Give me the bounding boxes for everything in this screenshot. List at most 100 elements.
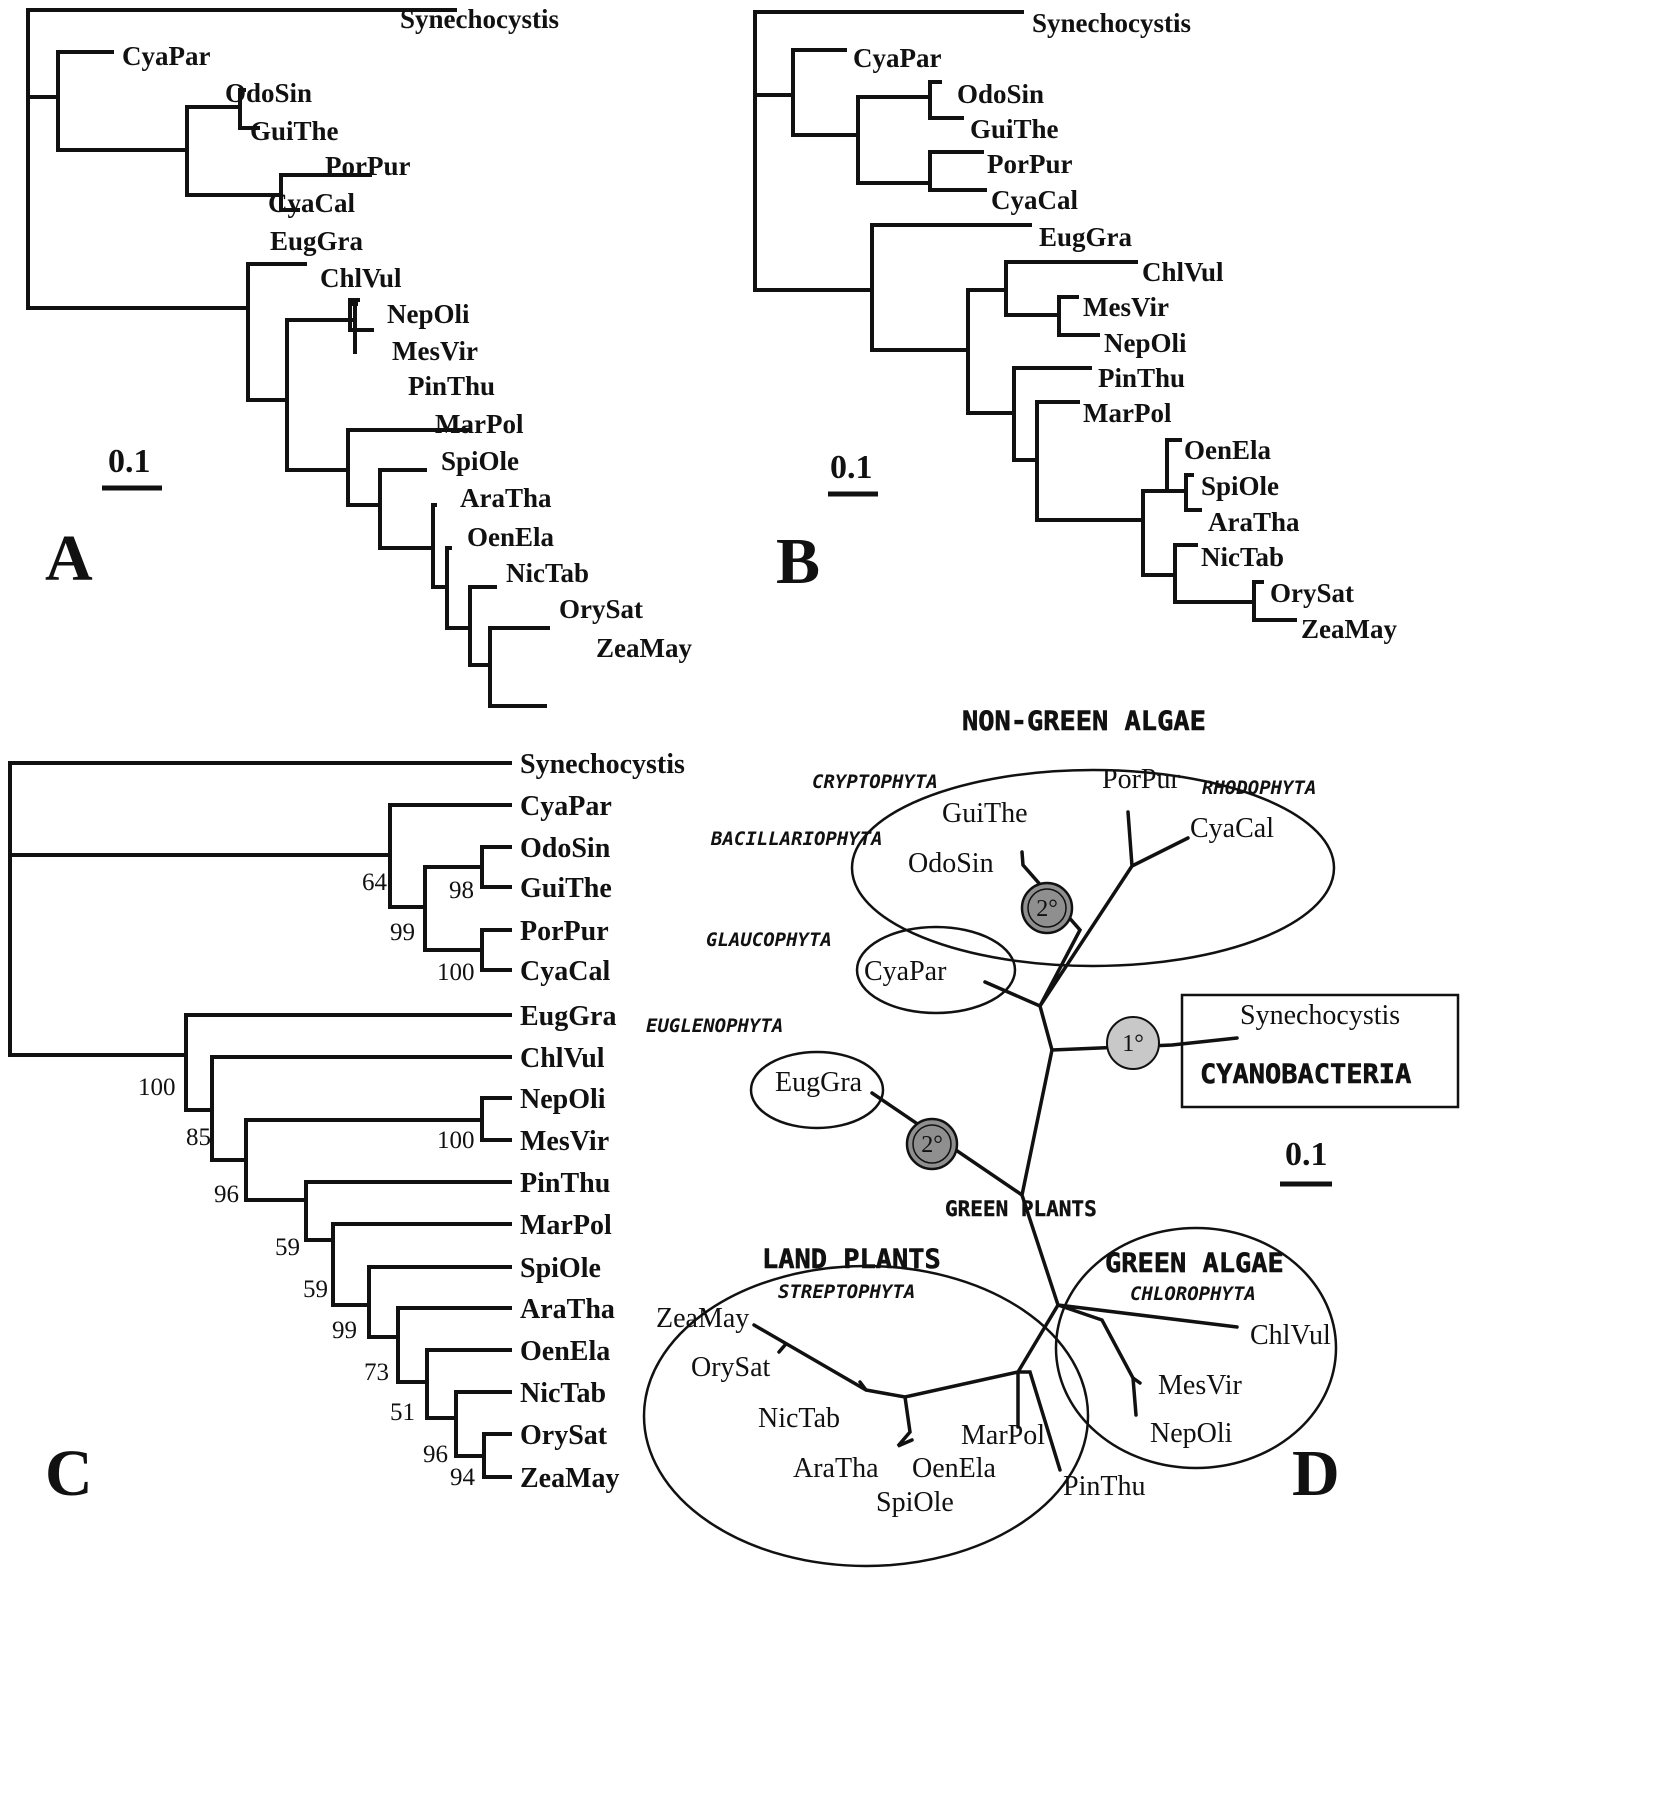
panel-a-leaf-label: AraTha [460,483,552,513]
taxon-label-spiole: SpiOle [876,1487,954,1518]
panel-b-branches [753,10,1297,622]
phylum-label-bacillariophyta: BACILLARIOPHYTA [710,828,883,850]
phylum-label-rhodophyta: RHODOPHYTA [1202,777,1316,799]
panel-b-letter: B [776,525,820,598]
panel-a-leaf-label: OenEla [467,522,555,552]
taxon-label-oenela: OenEla [912,1453,997,1484]
panel-c-bootstrap-value: 51 [390,1399,415,1426]
taxon-label-nictab: NicTab [758,1403,840,1434]
panel-b-leaf-label: Synechocystis [1032,8,1191,38]
panel-b-leaf-label: CyaPar [853,43,941,73]
panel-b-leaf-label: GuiThe [970,114,1059,144]
glaucophyta-ellipse [855,925,1017,1015]
panel-a-leaf-label: Synechocystis [400,4,559,34]
panel-c-bootstrap-value: 94 [450,1464,476,1491]
panel-c-leaf-label: OdoSin [520,833,611,864]
panel-a-leaf-label: GuiThe [250,116,339,146]
panel-a-leaf-label: SpiOle [441,446,519,476]
group-label-cyanobacteria: CYANOBACTERIA [1200,1059,1411,1090]
panel-c-leaf-label: MesVir [520,1126,609,1157]
panel-c-bootstrap-value: 100 [437,1127,475,1154]
panel-c-leaf-label: ZeaMay [520,1463,620,1494]
panel-c-leaf-label: PinThu [520,1168,610,1199]
panel-a-leaf-label: MarPol [435,409,524,439]
group-label-land-plants: LAND PLANTS [762,1244,941,1275]
panel-b-leaf-label: AraTha [1208,507,1300,537]
taxon-label-chlvul: ChlVul [1250,1320,1331,1351]
panel-c-branches [8,761,512,1479]
panel-a-leaf-label: ZeaMay [596,633,692,663]
taxon-label-mesvir: MesVir [1158,1370,1243,1401]
taxon-label-orysat: OrySat [691,1352,771,1383]
secondary-endosymbiosis-marker-label: 2° [1036,896,1058,922]
land-plants-ellipse [642,1264,1090,1568]
taxon-label-marpol: MarPol [961,1420,1045,1451]
panel-c-bootstrap-value: 98 [449,877,474,904]
panel-c-letter: C [45,1437,93,1510]
cyanobacteria-box [1180,993,1460,1109]
taxon-label-nepoli: NepOli [1150,1418,1233,1449]
panel-c-bootstrap-value: 59 [303,1276,328,1303]
taxon-label-guithe: GuiThe [942,798,1028,829]
panel-c-bootstrap-value: 99 [390,919,415,946]
taxon-label-synechocystis: Synechocystis [1240,1000,1400,1031]
taxon-label-aratha: AraTha [793,1453,879,1484]
panel-b-leaf-label: MesVir [1083,292,1169,322]
panel-a-leaf-label: OrySat [559,594,643,624]
panel-c-leaf-label: OrySat [520,1420,608,1451]
panel-c-leaf-label: CyaPar [520,791,612,822]
panel-c-bootstrap-value: 59 [275,1234,300,1261]
panel-c-leaf-label: ChlVul [520,1043,605,1074]
phylum-label-streptophyta: STREPTOPHYTA [778,1281,915,1303]
panel-a-cherry-nepoli-mesvir [285,298,374,332]
taxon-label-odosin: OdoSin [908,848,994,879]
panel-c-leaf-label: AraTha [520,1294,615,1325]
panel-c-leaf-label: EugGra [520,1001,616,1032]
secondary-endosymbiosis-marker-ring [1027,888,1067,928]
panel-c: SynechocystisCyaParOdoSinGuiThePorPurCya… [8,749,685,1510]
taxon-label-porpur: PorPur [1102,764,1180,795]
panel-c-leaf-label: Synechocystis [520,749,685,780]
panel-a-leaf-label: NepOli [387,299,470,329]
panel-c-bootstrap-value: 73 [364,1359,389,1386]
panel-c-leaf-label: PorPur [520,916,609,947]
panel-a-leaf-label: MesVir [392,336,478,366]
taxon-label-euggra: EugGra [775,1067,863,1098]
panel-a-scale-label: 0.1 [108,443,151,480]
panel-c-bootstrap-value: 96 [214,1181,239,1208]
panel-b-leaf-label: NepOli [1104,328,1187,358]
panel-b-leaf-label: EugGra [1039,222,1133,252]
taxon-label-pinthu: PinThu [1063,1471,1145,1502]
panel-c-leaf-label: OenEla [520,1336,610,1367]
panel-a: SynechocystisCyaParOdoSinGuiThePorPurCya… [26,4,692,708]
phylum-label-euglenophyta: EUGLENOPHYTA [646,1015,783,1037]
panel-a-leaf-label: ChlVul [320,263,402,293]
group-label-green-plants: GREEN PLANTS [945,1197,1097,1221]
panel-c-bootstrap-value: 100 [437,959,475,986]
panel-b-leaf-label: MarPol [1083,398,1172,428]
primary-endosymbiosis-marker [1106,1016,1160,1070]
panel-c-bootstrap-value: 100 [138,1074,176,1101]
panel-b-leaf-label: ZeaMay [1301,614,1397,644]
panel-b-leaf-label: OdoSin [957,79,1044,109]
panel-b-scale-label: 0.1 [830,449,873,486]
panel-a-letter: A [45,522,93,595]
taxon-label-cyapar: CyaPar [864,956,947,987]
panel-c-leaf-label: NepOli [520,1084,606,1115]
panel-c-leaf-label: NicTab [520,1378,606,1409]
primary-endosymbiosis-marker-label: 1° [1122,1031,1144,1057]
secondary-endosymbiosis-marker-label: 2° [921,1132,943,1158]
panel-c-leaf-label: GuiThe [520,873,612,904]
panel-c-bootstrap-value: 96 [423,1441,448,1468]
panel-a-leaf-label: NicTab [506,558,589,588]
panel-b-leaf-label: SpiOle [1201,471,1279,501]
panel-a-leaf-label: OdoSin [225,78,312,108]
group-label-green-algae: GREEN ALGAE [1105,1248,1284,1279]
panel-a-leaf-label: PinThu [408,371,495,401]
panel-b-leaf-label: CyaCal [991,185,1078,215]
phylum-label-glaucophyta: GLAUCOPHYTA [706,929,832,951]
panel-b: SynechocystisCyaParOdoSinGuiThePorPurCya… [753,8,1397,644]
taxon-label-zeamay: ZeaMay [656,1303,749,1334]
